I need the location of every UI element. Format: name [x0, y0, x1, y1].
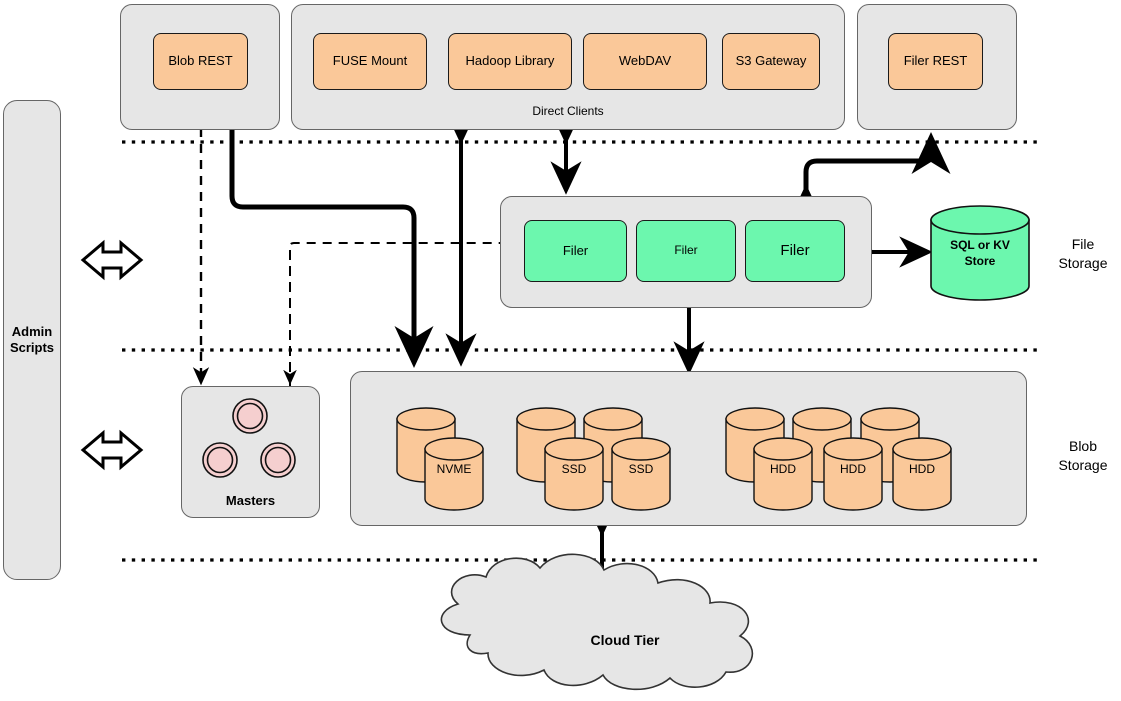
masters-label: Masters	[225, 493, 276, 508]
filer-rest-box[interactable]: Filer REST	[888, 33, 983, 90]
masters-nodes	[202, 398, 296, 478]
admin-scripts-panel[interactable]: Admin Scripts	[3, 100, 61, 580]
admin-scripts-label-line1: Admin	[11, 323, 53, 339]
s3-gateway-label: S3 Gateway	[735, 53, 807, 69]
file-storage-tier-label: File Storage	[1048, 235, 1118, 273]
fuse-mount-label: FUSE Mount	[332, 53, 408, 69]
filer-rest-group[interactable]	[857, 4, 1017, 130]
blob-rest-box[interactable]: Blob REST	[153, 33, 248, 90]
admin-to-filers-block-arrow	[80, 239, 144, 281]
nvme-cluster[interactable]	[396, 405, 506, 515]
admin-scripts-label-line2: Scripts	[9, 340, 55, 355]
direct-clients-group-label: Direct Clients	[532, 104, 604, 118]
webdav-label: WebDAV	[618, 53, 672, 69]
s3-gateway-box[interactable]: S3 Gateway	[722, 33, 820, 90]
fuse-mount-box[interactable]: FUSE Mount	[313, 33, 427, 90]
filer-label-2: Filer	[674, 243, 698, 258]
hadoop-library-box[interactable]: Hadoop Library	[448, 33, 572, 90]
filer-box-1[interactable]: Filer	[524, 220, 627, 282]
cloud-tier-shape	[440, 553, 754, 691]
blob-storage-tier-label: Blob Storage	[1048, 437, 1118, 475]
sql-or-kv-store-label-line1: SQL or KV	[950, 238, 1010, 252]
filer-label-1: Filer	[562, 242, 589, 258]
sql-or-kv-store-label-line2: Store	[964, 253, 996, 268]
cloud-tier-label: Cloud Tier	[590, 632, 660, 648]
cylinder-shape	[930, 205, 1030, 301]
sql-or-kv-store-cylinder[interactable]: SQL or KV Store	[930, 205, 1030, 301]
ssd-cluster[interactable]	[516, 405, 696, 515]
filer-rest-to-filers-connector	[786, 131, 951, 226]
file-storage-line1: File	[1071, 236, 1095, 252]
admin-to-masters-block-arrow	[80, 429, 144, 471]
hdd-cluster[interactable]	[725, 405, 975, 515]
webdav-box[interactable]: WebDAV	[583, 33, 707, 90]
blob-storage-line2: Storage	[1058, 456, 1108, 473]
file-storage-line2: Storage	[1058, 254, 1108, 271]
blob-rest-label: Blob REST	[168, 53, 233, 69]
filer-rest-label: Filer REST	[903, 53, 968, 69]
blob-rest-to-volumes-connector	[229, 128, 434, 369]
filer-to-masters-dashed-body	[289, 242, 510, 388]
hadoop-library-label: Hadoop Library	[465, 53, 555, 69]
blob-storage-line1: Blob	[1068, 438, 1098, 454]
filer-label-3: Filer	[780, 242, 810, 260]
filer-box-3[interactable]: Filer	[745, 220, 845, 282]
filer-box-2[interactable]: Filer	[636, 220, 736, 282]
